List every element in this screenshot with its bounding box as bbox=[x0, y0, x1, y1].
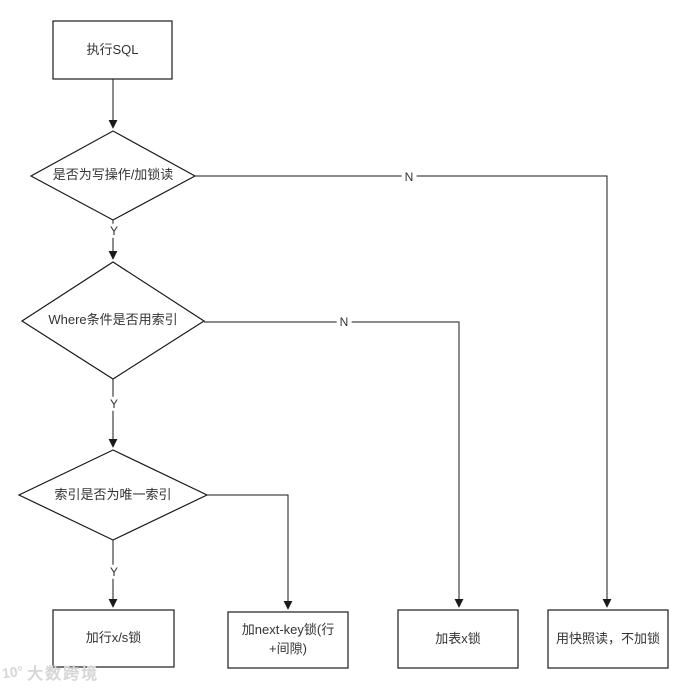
edge-d1-no-to-snapshot bbox=[195, 175, 612, 608]
watermark-logo-icon: 10° bbox=[0, 662, 25, 682]
decision2-diamond-shape bbox=[20, 261, 206, 380]
watermark: 10° 大数跨境 bbox=[0, 660, 100, 684]
table-lock-box-shape bbox=[397, 609, 519, 669]
edge-label-d1-no: N bbox=[401, 169, 417, 185]
start-box-shape bbox=[52, 20, 173, 80]
decision1-diamond-shape bbox=[29, 130, 197, 221]
edge-label-d2-no: N bbox=[336, 314, 352, 330]
edge-d2-no-to-table-lock bbox=[204, 321, 464, 608]
row-lock-box-shape bbox=[52, 609, 175, 668]
edge-label-d2-yes: Y bbox=[106, 396, 122, 412]
edge-d3-right-to-next-key bbox=[207, 494, 293, 610]
edge-label-d1-yes: Y bbox=[106, 223, 122, 239]
next-key-lock-box-shape bbox=[227, 611, 349, 669]
snapshot-read-box-shape bbox=[547, 609, 669, 669]
decision3-diamond-shape bbox=[17, 449, 209, 541]
watermark-text: 大数跨境 bbox=[27, 666, 100, 683]
edge-label-d3-yes: Y bbox=[106, 564, 122, 580]
